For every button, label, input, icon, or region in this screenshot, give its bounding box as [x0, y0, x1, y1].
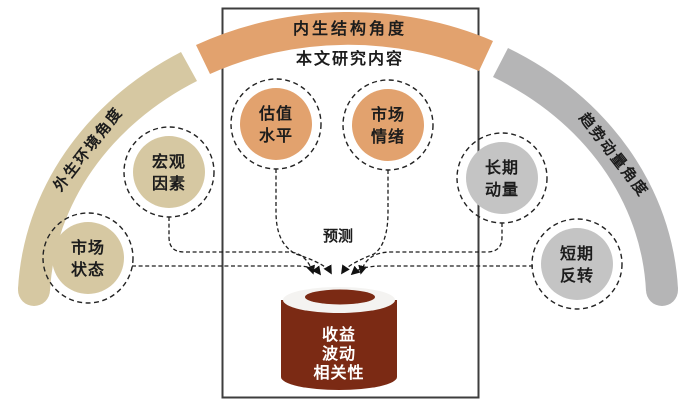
node-market-state-label-2: 状态 — [71, 260, 105, 279]
node-macro-factors-label-1: 宏观 — [152, 152, 186, 171]
node-macro-factors-circle — [133, 136, 205, 208]
node-valuation-level-label-1: 估值 — [258, 104, 293, 123]
node-short-term-reversal: 短期 反转 — [531, 218, 623, 310]
node-short-term-reversal-label-1: 短期 — [560, 244, 594, 263]
cylinder-body — [281, 300, 397, 390]
node-market-state: 市场 状态 — [42, 212, 134, 304]
connector-market-sentiment — [341, 170, 389, 275]
predict-label: 预测 — [323, 227, 353, 245]
arc-middle-label: 内生结构角度 — [293, 19, 407, 38]
arc-left-label: 外生环境角度 — [49, 103, 127, 195]
connector-long-term-momentum — [358, 223, 503, 275]
node-macro-factors-ring — [123, 126, 215, 218]
connectors — [132, 169, 533, 276]
cylinder-label-2: 波动 — [322, 344, 356, 363]
node-long-term-momentum-label-2: 动量 — [485, 180, 519, 199]
node-market-sentiment-ring — [342, 79, 434, 171]
cylinder-label-3: 相关性 — [313, 363, 364, 382]
node-long-term-momentum-ring — [456, 132, 548, 224]
arc-right-segment — [493, 48, 678, 291]
arc-left-tip — [18, 274, 50, 306]
cylinder-label-1: 收益 — [322, 325, 356, 344]
node-market-state-ring — [42, 212, 134, 304]
cylinder-opening — [305, 289, 375, 305]
node-long-term-momentum-label-1: 长期 — [485, 158, 519, 177]
node-short-term-reversal-circle — [541, 228, 613, 300]
node-market-state-label-1: 市场 — [71, 238, 105, 257]
arc-right-label: 趋势动量角度 — [575, 109, 652, 200]
node-market-sentiment-circle — [352, 89, 424, 161]
node-valuation-level-label-2: 水平 — [259, 126, 293, 145]
box-subtitle: 本文研究内容 — [296, 49, 404, 68]
node-long-term-momentum: 长期 动量 — [456, 132, 548, 224]
connector-market-state — [132, 265, 322, 276]
node-valuation-level-ring — [230, 78, 322, 170]
node-short-term-reversal-label-2: 反转 — [560, 266, 594, 285]
node-market-sentiment-label-2: 情绪 — [371, 127, 405, 146]
arc-middle-segment — [196, 11, 493, 74]
node-long-term-momentum-circle — [466, 142, 538, 214]
arc-left-segment — [18, 52, 197, 291]
node-market-sentiment-label-1: 市场 — [371, 105, 405, 124]
node-macro-factors-label-2: 因素 — [152, 174, 186, 193]
arc-right-tip — [646, 274, 678, 306]
node-short-term-reversal-ring — [531, 218, 623, 310]
node-valuation-level-circle — [240, 88, 312, 160]
result-cylinder: 收益 波动 相关性 — [281, 287, 397, 390]
node-valuation-level: 估值 水平 — [230, 78, 322, 170]
node-market-sentiment: 市场 情绪 — [342, 79, 434, 171]
connector-macro-factors — [168, 217, 315, 275]
node-market-state-circle — [52, 222, 124, 294]
node-macro-factors: 宏观 因素 — [123, 126, 215, 218]
connector-short-term-reversal — [350, 265, 533, 276]
connector-valuation-level — [275, 169, 332, 275]
